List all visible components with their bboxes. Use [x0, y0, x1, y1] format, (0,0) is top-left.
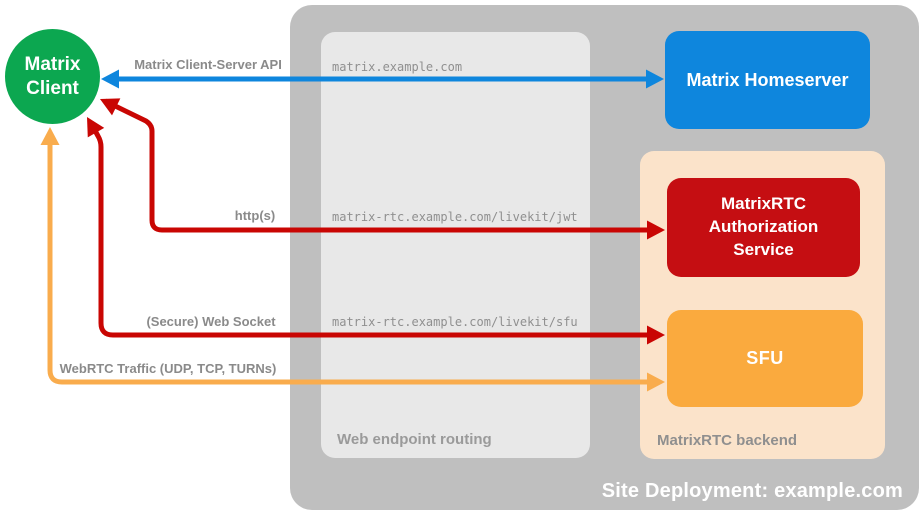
- matrix-client-label-line2: Client: [26, 77, 79, 99]
- endpoint-livekit-jwt: matrix-rtc.example.com/livekit/jwt: [332, 210, 578, 224]
- endpoint-matrix-example-com: matrix.example.com: [332, 60, 463, 74]
- matrix-client-node: Matrix Client: [5, 29, 100, 124]
- web-endpoint-routing-label: Web endpoint routing: [337, 431, 492, 448]
- webrtc-traffic-label: WebRTC Traffic (UDP, TCP, TURNs): [59, 361, 277, 376]
- sfu-node: SFU: [667, 310, 863, 407]
- matrixrtc-authorization-service-node: MatrixRTC Authorization Service: [667, 178, 860, 277]
- client-server-api-label: Matrix Client-Server API: [134, 57, 282, 72]
- matrix-homeserver-node: Matrix Homeserver: [665, 31, 870, 129]
- sfu-label: SFU: [746, 348, 784, 368]
- https-label: http(s): [234, 208, 276, 223]
- matrixrtc-backend-label: MatrixRTC backend: [657, 432, 798, 449]
- websocket-label: (Secure) Web Socket: [146, 314, 276, 329]
- arrowhead-to-client: [40, 127, 60, 145]
- arrowhead-left: [101, 69, 119, 89]
- arrowhead-to-client: [87, 117, 105, 138]
- site-deployment-label: Site Deployment: example.com: [601, 480, 903, 502]
- matrix-homeserver-label: Matrix Homeserver: [686, 69, 849, 90]
- matrix-client-label-line1: Matrix: [24, 53, 81, 75]
- web-endpoint-routing-container: Web endpoint routing: [321, 32, 590, 458]
- matrixrtc-authorization-service-label: MatrixRTC Authorization Service: [708, 194, 819, 259]
- endpoint-livekit-sfu: matrix-rtc.example.com/livekit/sfu: [332, 315, 578, 329]
- arrowhead-to-client: [100, 98, 121, 116]
